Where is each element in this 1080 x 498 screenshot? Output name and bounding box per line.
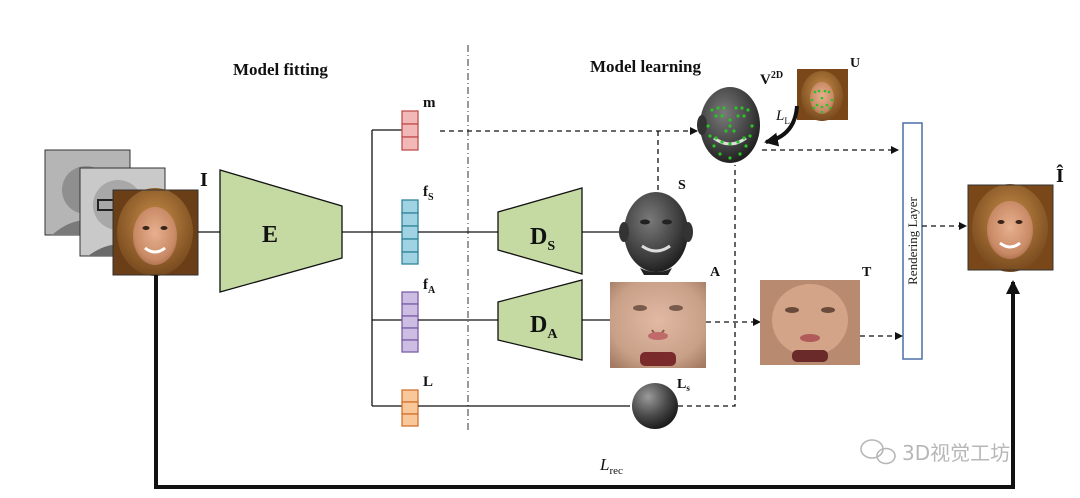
albedo-label: A bbox=[710, 265, 721, 280]
landmark-image-label: U bbox=[850, 56, 860, 71]
model-learning-title: Model learning bbox=[590, 57, 701, 76]
albedo-decoder-label: DA bbox=[530, 312, 558, 342]
rendering-layer-box bbox=[902, 122, 923, 360]
texture-map-image bbox=[760, 280, 860, 365]
reconstruction-loss-label: Lrec bbox=[599, 455, 623, 477]
latent-m-block bbox=[401, 110, 419, 151]
reconstruction-label: Î bbox=[1056, 163, 1064, 187]
latent-l-block bbox=[401, 389, 419, 427]
encoder-label: E bbox=[262, 222, 278, 248]
lighting-sphere bbox=[632, 383, 678, 429]
albedo-map-image bbox=[610, 282, 706, 368]
landmark-loss-label: LL bbox=[775, 108, 790, 126]
output-image bbox=[967, 184, 1054, 272]
latent-branch-lines bbox=[342, 129, 402, 407]
projected-vertices-head bbox=[697, 87, 760, 163]
latent-l-label: L bbox=[423, 374, 433, 390]
landmark-image-u bbox=[797, 69, 848, 121]
landmark-loss-arrow bbox=[764, 105, 799, 147]
model-fitting-title: Model fitting bbox=[233, 60, 328, 79]
input-photo-front bbox=[112, 188, 199, 276]
encoder-trapezoid bbox=[219, 169, 343, 293]
latent-fs-block bbox=[401, 199, 419, 265]
albedo-decoder-trapezoid bbox=[497, 279, 583, 361]
rendering-layer-label: Rendering Layer bbox=[905, 196, 920, 284]
lighting-label: Ls bbox=[677, 377, 690, 393]
shape-label: S bbox=[678, 178, 686, 193]
latent-fa-block bbox=[401, 291, 419, 353]
shape-mesh-image bbox=[619, 192, 693, 275]
shape-decoder-trapezoid bbox=[497, 187, 583, 275]
input-image-stack bbox=[44, 149, 199, 276]
latent-m-label: m bbox=[423, 95, 436, 111]
latent-fa-label: fA bbox=[423, 277, 436, 296]
wechat-icon bbox=[860, 439, 896, 465]
reconstruction-loss-path bbox=[154, 275, 1020, 489]
vertices-label: V2D bbox=[760, 70, 783, 88]
watermark: 3D视觉工坊 bbox=[860, 439, 1010, 465]
lighting-to-render-line bbox=[678, 165, 736, 407]
shape-decoder-label: DS bbox=[530, 224, 555, 254]
input-label: I bbox=[200, 169, 208, 191]
texture-label: T bbox=[862, 265, 872, 280]
svg-text:3D视觉工坊: 3D视觉工坊 bbox=[902, 441, 1010, 465]
latent-fs-label: fS bbox=[423, 184, 434, 203]
